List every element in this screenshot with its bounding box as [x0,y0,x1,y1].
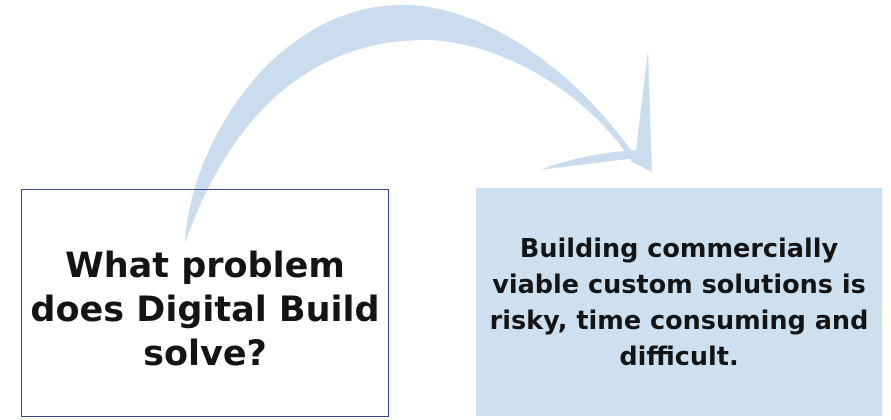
question-line-1: What problem [65,246,345,286]
curved-arrow-body [185,4,652,243]
answer-line-2: viable custom solutions is [492,270,866,300]
answer-text: Building commercially viable custom solu… [490,229,869,375]
answer-line-4: difficult. [619,342,739,372]
question-line-2: does Digital Build [30,290,380,330]
question-line-3: solve? [143,334,267,374]
question-text: What problem does Digital Build solve? [30,230,379,376]
question-box: What problem does Digital Build solve? [21,189,389,417]
answer-box: Building commercially viable custom solu… [476,188,882,416]
answer-line-3: risky, time consuming and [489,306,869,336]
answer-line-1: Building commercially [519,234,839,264]
